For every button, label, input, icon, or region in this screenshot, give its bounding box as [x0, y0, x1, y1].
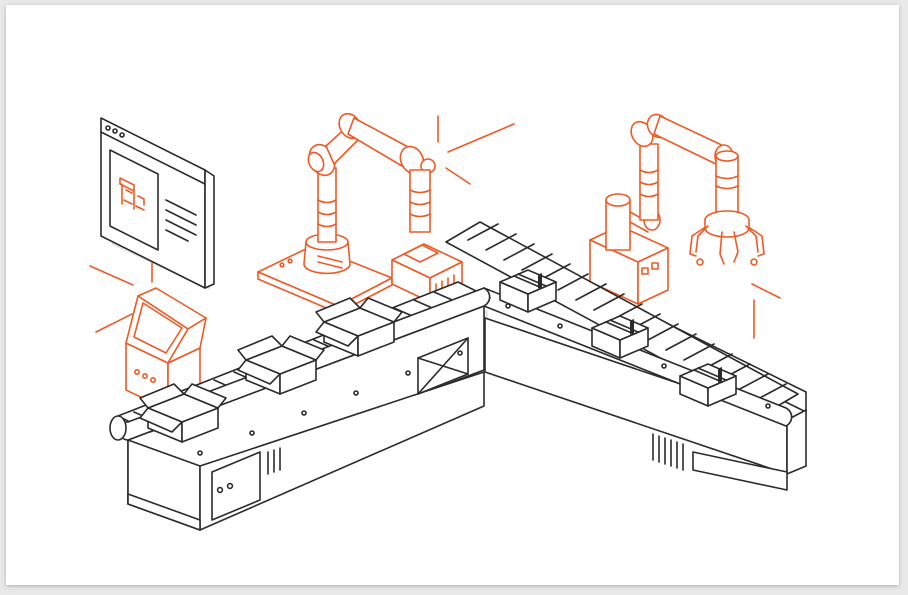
cardboard-box-icon	[139, 297, 403, 443]
robot-gripper-icon	[589, 113, 781, 339]
monitor-screen-icon	[100, 117, 215, 290]
cardboard-box-icon	[499, 269, 737, 407]
robot-arm-icon	[257, 112, 515, 314]
belt-slats-right	[467, 223, 787, 401]
